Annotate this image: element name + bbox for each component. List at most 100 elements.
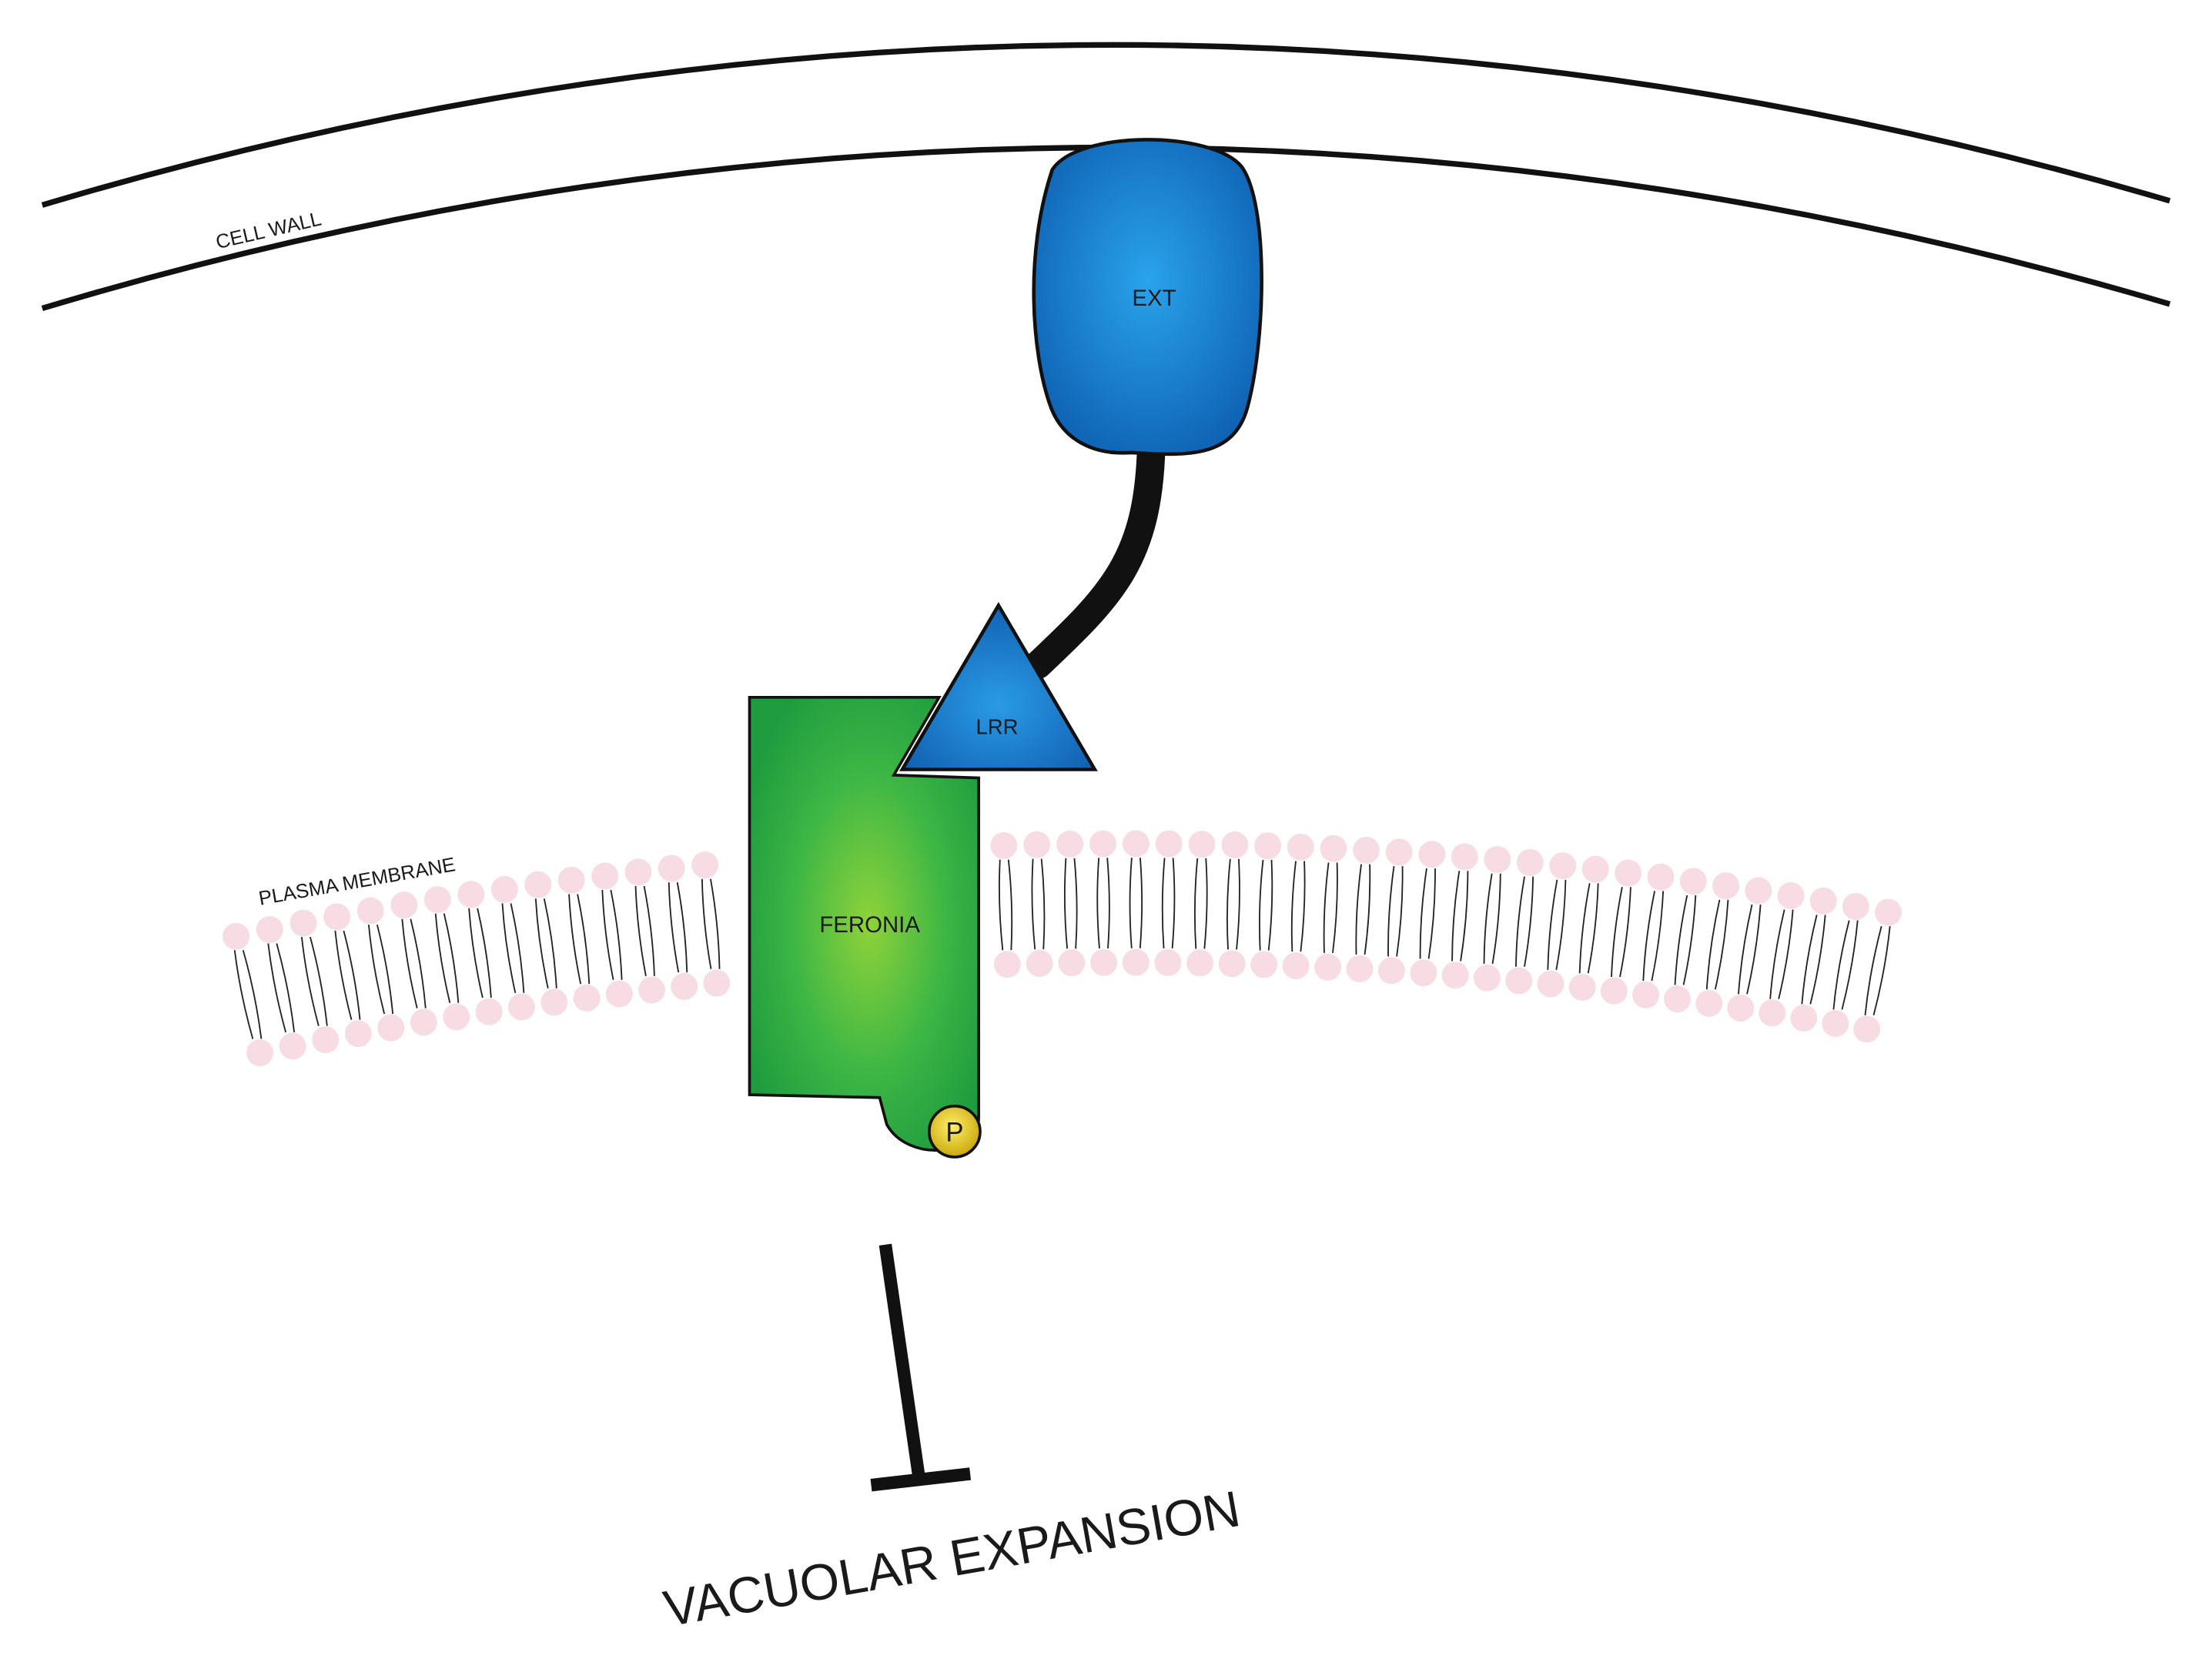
lipid-tail xyxy=(1491,873,1501,965)
lrr-label: LRR xyxy=(975,715,1018,739)
cell-wall-outer-line xyxy=(41,42,2171,208)
lipid-tail xyxy=(468,908,484,998)
lipid-head-inner xyxy=(1568,974,1596,1001)
lipid-head-outer xyxy=(1712,872,1740,900)
lipid-head-inner xyxy=(377,1014,405,1042)
lipid-molecule xyxy=(658,855,698,1000)
lipid-head-inner xyxy=(246,1039,274,1066)
lipid-tail xyxy=(1483,873,1493,964)
lipid-molecule xyxy=(1853,898,1902,1043)
lipid-tail xyxy=(1738,904,1753,995)
lipid-molecule xyxy=(1822,893,1869,1037)
lipid-head-outer xyxy=(1647,863,1675,891)
lipid-tail xyxy=(1161,858,1166,949)
lipid-tail xyxy=(577,894,591,985)
lipid-molecule xyxy=(423,886,470,1031)
lipid-tail xyxy=(367,925,386,1015)
lipid-head-inner xyxy=(1790,1005,1818,1032)
lipid-tail xyxy=(1809,915,1826,1005)
lipid-head-outer xyxy=(457,881,485,908)
lipid-head-inner xyxy=(1410,959,1437,987)
lipid-tail xyxy=(1611,887,1623,978)
lipid-head-inner xyxy=(1218,950,1246,978)
lipid-tail xyxy=(233,950,254,1039)
lipid-tail xyxy=(1451,871,1461,962)
lipid-head-inner xyxy=(1853,1015,1881,1043)
lipid-molecule xyxy=(1346,836,1380,982)
lipid-head-outer xyxy=(1484,846,1511,873)
lipid-head-inner xyxy=(638,976,665,1004)
lipid-head-outer xyxy=(223,922,250,950)
lipid-tail xyxy=(1096,858,1100,948)
lipid-molecule xyxy=(1505,848,1544,995)
lipid-molecule xyxy=(1568,855,1609,1001)
lipid-head-outer xyxy=(1122,830,1150,858)
lipid-tail xyxy=(334,930,353,1020)
lipid-head-outer xyxy=(423,886,451,913)
lipid-tail xyxy=(343,930,361,1020)
feronia-label: FERONIA xyxy=(819,912,920,938)
lipid-head-outer xyxy=(490,875,518,903)
lipid-tail xyxy=(1864,925,1882,1015)
lipid-tail xyxy=(510,903,525,993)
lipid-head-inner xyxy=(443,1003,470,1031)
lipid-tail xyxy=(401,918,418,1008)
lipid-tail xyxy=(1290,861,1297,952)
lipid-head-outer xyxy=(591,862,619,890)
lipid-molecule xyxy=(1377,838,1413,985)
lipid-tail xyxy=(610,889,623,980)
lipid-tail xyxy=(1323,862,1330,953)
lipid-head-inner xyxy=(1664,985,1692,1013)
lipid-tail xyxy=(1587,883,1599,974)
lipid-molecule xyxy=(1250,832,1282,978)
lipid-tail xyxy=(1578,883,1591,974)
lipid-head-inner xyxy=(1695,989,1723,1017)
lipid-head-outer xyxy=(323,903,351,931)
lipid-tail xyxy=(1419,868,1427,959)
lipid-tail xyxy=(1332,862,1338,953)
lipid-head-inner xyxy=(410,1008,437,1036)
lipid-head-inner xyxy=(344,1020,372,1048)
lipid-tail xyxy=(1106,858,1110,948)
lipid-head-inner xyxy=(1154,948,1182,976)
lipid-molecule xyxy=(524,871,568,1016)
lipid-head-outer xyxy=(356,897,384,925)
lipid-head-outer xyxy=(1679,868,1707,895)
lipid-molecule xyxy=(1695,872,1740,1017)
lipid-tail xyxy=(1524,876,1534,967)
lipid-head-inner xyxy=(671,972,698,1000)
lipid-head-inner xyxy=(1026,950,1053,977)
lipid-head-inner xyxy=(1632,981,1659,1008)
lipid-tail xyxy=(643,885,655,976)
lipid-molecule xyxy=(1218,831,1249,978)
lipid-head-outer xyxy=(1777,881,1805,909)
lipid-head-outer xyxy=(691,851,719,878)
lipid-tail xyxy=(710,878,721,969)
lipid-tail xyxy=(410,918,427,1008)
lipid-molecule xyxy=(256,916,306,1060)
lipid-molecule xyxy=(1537,852,1577,998)
lipid-head-outer xyxy=(1418,841,1446,868)
lipid-head-outer xyxy=(1155,830,1183,858)
lipid-tail xyxy=(501,903,517,993)
lipid-head-inner xyxy=(1282,952,1310,979)
lipid-tail xyxy=(1801,915,1818,1005)
lipid-head-outer xyxy=(1842,893,1869,920)
lipid-head-outer xyxy=(1451,843,1478,871)
lipid-head-inner xyxy=(475,998,503,1025)
lipid-molecule xyxy=(1664,868,1707,1013)
ext-lrr-linker xyxy=(1023,431,1166,679)
lipid-tail xyxy=(1547,879,1558,970)
lipid-head-outer xyxy=(1745,877,1772,905)
lipid-head-outer xyxy=(1254,832,1282,860)
lipid-molecule xyxy=(1023,831,1053,977)
lipid-molecule xyxy=(1186,831,1216,977)
lipid-tail xyxy=(1203,858,1208,949)
lipid-head-outer xyxy=(390,891,418,919)
lipid-head-inner xyxy=(508,993,535,1021)
lipid-tail xyxy=(1364,864,1371,955)
lrr-domain xyxy=(899,601,1098,771)
lipid-head-inner xyxy=(1473,964,1501,992)
lipid-molecule xyxy=(1600,859,1642,1005)
